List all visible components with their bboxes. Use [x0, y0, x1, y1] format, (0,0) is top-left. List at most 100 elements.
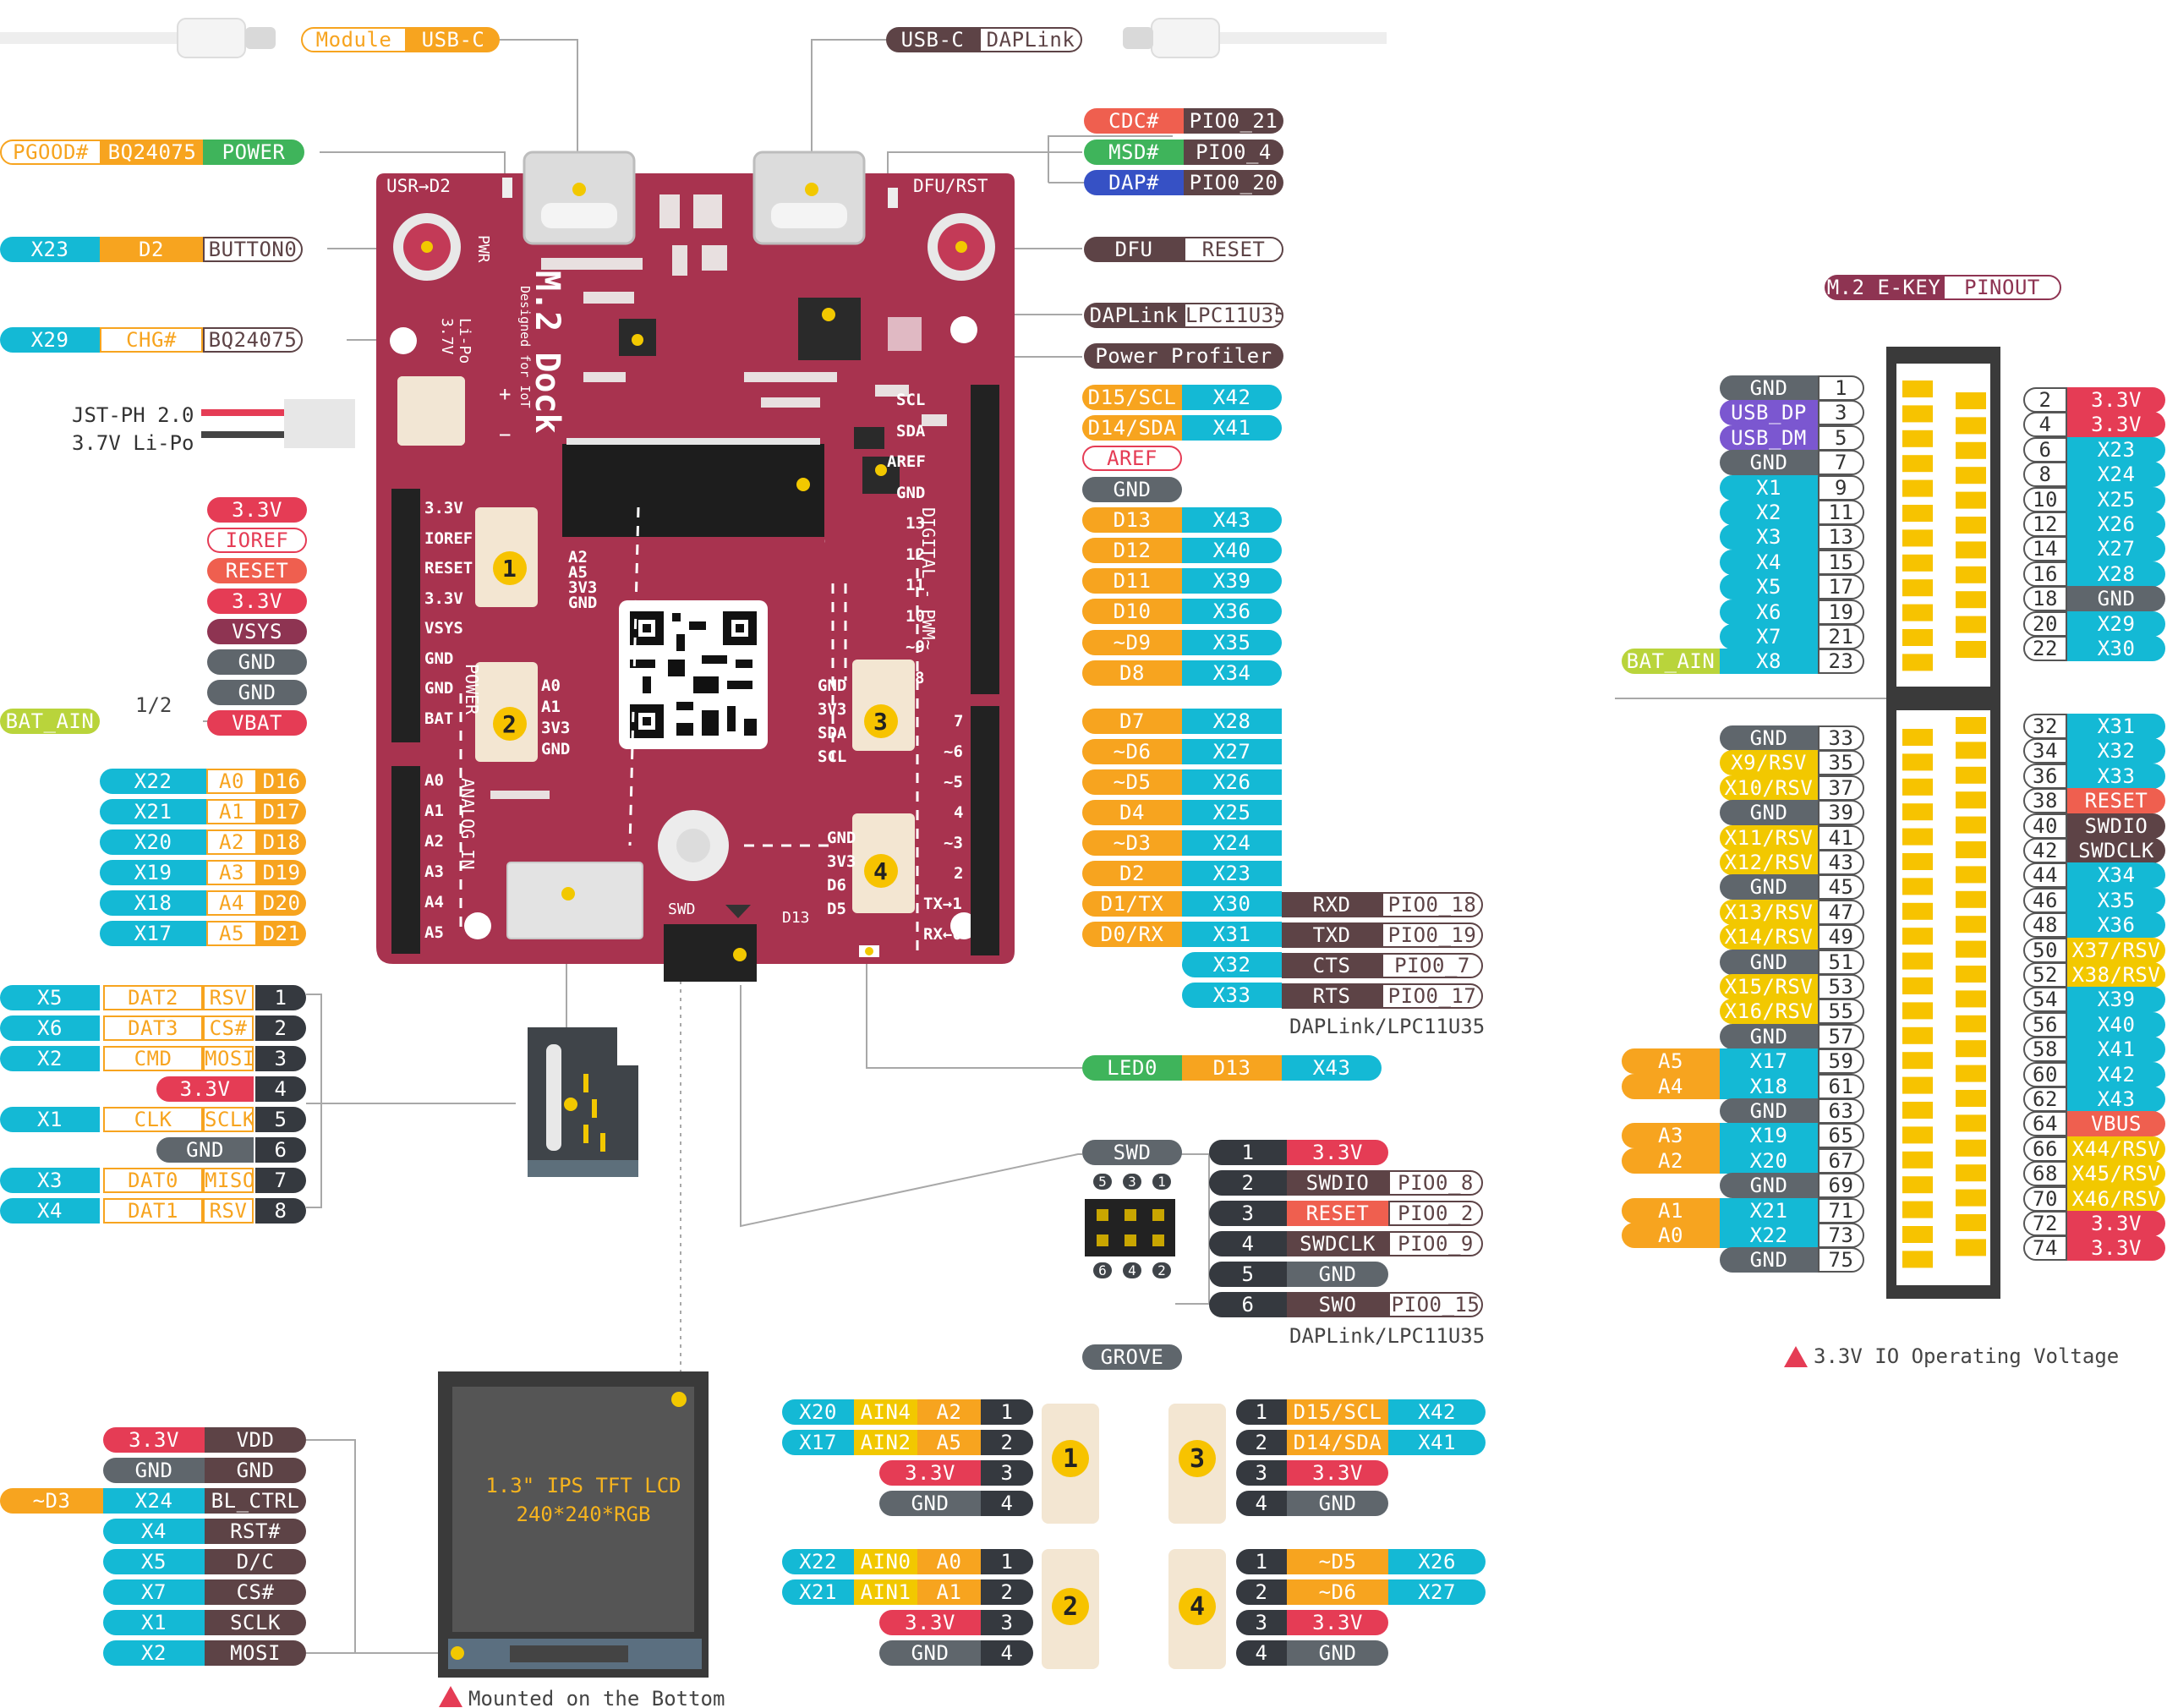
- lcd-line1: 1.3" IPS TFT LCD: [485, 1474, 681, 1497]
- m2-left-pin: 53: [1818, 974, 1864, 999]
- sd-spi: GND: [156, 1137, 254, 1163]
- swd-pio: PIO0_9: [1388, 1231, 1483, 1256]
- button0-name: BUTTON0: [203, 237, 303, 262]
- m2-right-sig: X44/RSV: [2067, 1136, 2165, 1162]
- sd-sd: DAT3: [103, 1015, 203, 1041]
- m2-left-sig: X12/RSV: [1720, 850, 1818, 875]
- m2-left-sig: X20: [1720, 1147, 1818, 1174]
- m2-right-pin: 18: [2023, 586, 2067, 612]
- m2-left-sig: X2: [1720, 500, 1818, 525]
- m2-right-pin: 62: [2023, 1087, 2067, 1112]
- grove-x: X20: [782, 1399, 854, 1425]
- swd-caption: DAPLink/LPC11U35: [1289, 1324, 1486, 1348]
- grove3-silk: SDA: [818, 724, 847, 742]
- m2-left-sig: X5: [1720, 574, 1818, 600]
- grove-func: GND: [879, 1640, 981, 1666]
- digital-top-label: 11: [906, 576, 925, 594]
- lcd-title: 1.3" IPS TFT LCD 240*240*RGB: [448, 1471, 719, 1529]
- analog-row-0: X19: [100, 860, 206, 885]
- digital-top-label: 12: [906, 545, 925, 564]
- uart-name: CTS: [1282, 953, 1382, 978]
- silk-dfu: DFU/RST: [913, 176, 988, 196]
- sd-x: X5: [0, 985, 100, 1010]
- swd-func: SWDIO: [1287, 1170, 1388, 1196]
- grove-pin: 1: [1236, 1549, 1287, 1574]
- swd-func: GND: [1287, 1262, 1388, 1287]
- silk-d13: D13: [782, 909, 810, 927]
- grove-pin: 2: [1236, 1430, 1287, 1455]
- power-header-label: GND: [424, 679, 454, 698]
- m2-left-pin: 37: [1818, 775, 1864, 801]
- m2-left-sig: X3: [1720, 524, 1818, 550]
- m2-right-pin: 56: [2023, 1011, 2067, 1037]
- daplink-chip: DAPLink: [1084, 303, 1184, 328]
- grove-pin: 4: [1236, 1640, 1287, 1666]
- m2-right-pin: 44: [2023, 862, 2067, 889]
- m2-left-sig: GND: [1720, 375, 1818, 401]
- m2-alt: BAT_AIN: [1622, 649, 1720, 675]
- digital-top-x: X35: [1182, 629, 1282, 655]
- analog-row-2: D17: [257, 799, 306, 824]
- pcb: [376, 151, 1015, 982]
- m2-right-pin: 16: [2023, 561, 2067, 587]
- uart-name: RTS: [1282, 983, 1382, 1009]
- m2-left-pin: 43: [1818, 850, 1864, 875]
- digital-top-d: D10: [1082, 599, 1182, 625]
- grove-pin: 2: [981, 1579, 1033, 1605]
- chg-x: X29: [0, 327, 100, 353]
- digital-bottom-d: D4: [1082, 800, 1182, 825]
- analog-row-1: A4: [206, 890, 257, 916]
- digital-bottom-label: ~3: [944, 834, 963, 852]
- sd-pin: 5: [255, 1107, 306, 1132]
- grove-func: ~D6: [1287, 1579, 1388, 1605]
- sd-x: X1: [0, 1107, 100, 1132]
- analog-row-0: X17: [100, 921, 206, 946]
- grove-func: GND: [1287, 1491, 1388, 1516]
- grove-ain: AIN2: [854, 1430, 917, 1455]
- m2-left-pin: 11: [1818, 500, 1864, 525]
- lcd-sig: X2: [103, 1640, 205, 1666]
- m2-left-pin: 51: [1818, 949, 1864, 975]
- digital-bottom-d: D1/TX: [1082, 891, 1182, 917]
- digital-bottom-label: RX←0: [923, 925, 962, 944]
- m2-right-sig: X33: [2067, 763, 2165, 789]
- digital-bottom-x: X31: [1182, 922, 1282, 947]
- uart-pio: PIO0_18: [1382, 892, 1483, 917]
- digital-bottom-x: X25: [1182, 800, 1282, 825]
- m2-left-pin: 5: [1818, 424, 1864, 451]
- grove-pin: 3: [1236, 1610, 1287, 1635]
- lcd-sig: 3.3V: [103, 1427, 205, 1453]
- m2-left-sig: GND: [1720, 450, 1818, 476]
- led0-x43: X43: [1282, 1055, 1382, 1081]
- lcd-sig: X7: [103, 1579, 205, 1605]
- lcd-func: BL_CTRL: [205, 1488, 306, 1514]
- m2-right-pin: 58: [2023, 1037, 2067, 1063]
- lcd-alt: ~D3: [0, 1488, 103, 1514]
- swd-pin: 5: [1209, 1262, 1287, 1287]
- m2-right-pin: 12: [2023, 512, 2067, 537]
- power-pin-label: GND: [207, 649, 307, 675]
- silk-usr: USR→D2: [386, 176, 451, 196]
- m2-left-pin: 35: [1818, 750, 1864, 776]
- m2-right-pin: 60: [2023, 1061, 2067, 1087]
- dfu-label: DFU: [1084, 237, 1184, 262]
- lcd-func: GND: [205, 1458, 306, 1483]
- swd-func: SWO: [1287, 1292, 1388, 1317]
- sd-spi: MOSI: [203, 1046, 254, 1071]
- digital-top-label: 8: [915, 668, 925, 687]
- m2-right-sig: X23: [2067, 436, 2165, 463]
- sd-sd: DAT0: [103, 1168, 203, 1193]
- power-label: POWER: [203, 140, 304, 165]
- m2-right-pin: 42: [2023, 838, 2067, 863]
- swd-title: SWD: [1082, 1140, 1182, 1165]
- board-name: M.2 Dock: [528, 271, 566, 434]
- m2-right-sig: 3.3V: [2067, 412, 2165, 438]
- digital-bottom-x: X28: [1182, 709, 1282, 734]
- m2-right-sig: X36: [2067, 912, 2165, 939]
- bq24075-label: BQ24075: [101, 140, 203, 165]
- m2-left-pin: 47: [1818, 899, 1864, 925]
- lcd-sig: GND: [103, 1458, 205, 1483]
- jst-caption-2: 3.7V Li-Po: [72, 431, 194, 455]
- grove-title: GROVE: [1082, 1344, 1182, 1370]
- digital-top-x: X36: [1182, 599, 1282, 625]
